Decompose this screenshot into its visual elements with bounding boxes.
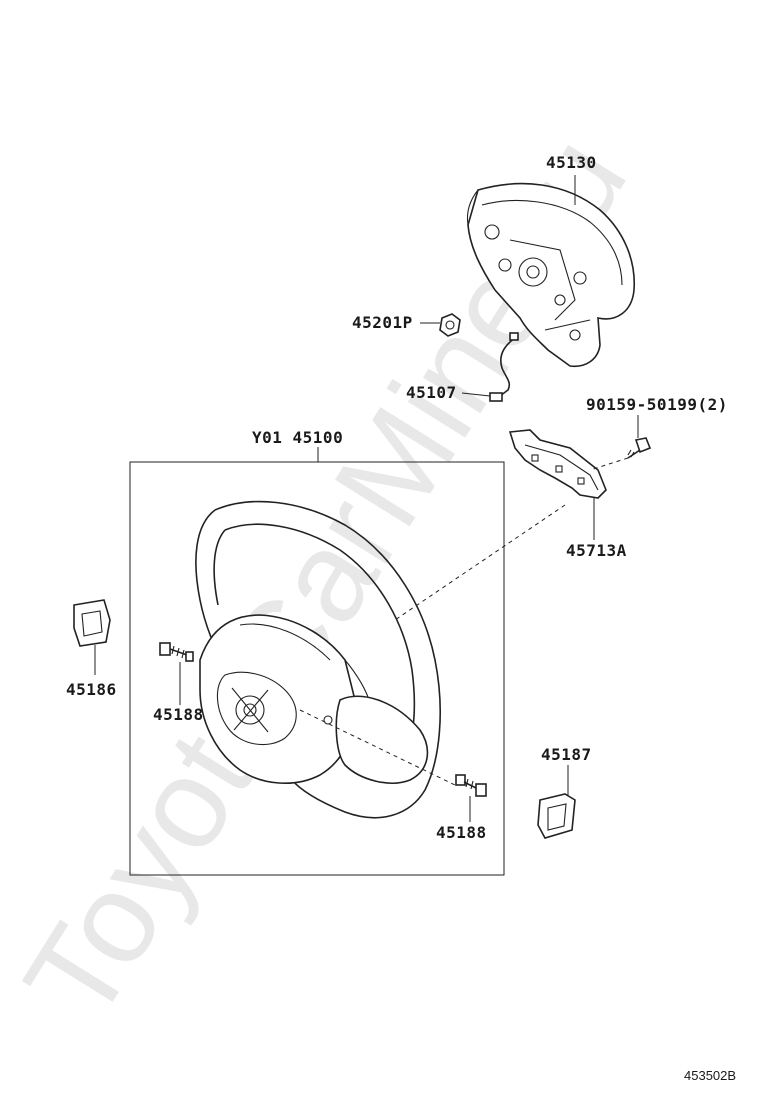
- screw-right-part: [455, 774, 487, 797]
- bolt-part: [627, 437, 652, 459]
- figure-id: 453502B: [684, 1068, 736, 1083]
- cover-left-part-number: 45186: [66, 680, 117, 699]
- assembly-part-number: Y01 45100: [252, 428, 343, 447]
- wire-part: [489, 332, 519, 402]
- bolt-to-bracket-dash: [589, 457, 629, 471]
- airbag-part-number: 45130: [546, 153, 597, 172]
- assembly-frame: [129, 461, 505, 876]
- bracket-part: [508, 429, 607, 499]
- nut-part-number: 45201P: [352, 313, 413, 332]
- bolt-part-number: 90159-50199(2): [586, 395, 728, 414]
- screw-left-part-number: 45188: [153, 705, 204, 724]
- wire-part-number: 45107: [406, 383, 457, 402]
- cover-right-part-number: 45187: [541, 745, 592, 764]
- wire-leader: [461, 392, 491, 397]
- screw-right-part-number: 45188: [436, 823, 487, 842]
- screw-left-part: [159, 642, 194, 662]
- airbag-pad-part: [466, 182, 636, 368]
- cover-left-part: [73, 599, 111, 647]
- steering-wheel-part: [195, 500, 441, 819]
- bracket-part-number: 45713A: [566, 541, 627, 560]
- bracket-to-wheel-dash: [394, 504, 566, 621]
- cover-right-part: [537, 793, 576, 839]
- nut-part: [439, 313, 461, 337]
